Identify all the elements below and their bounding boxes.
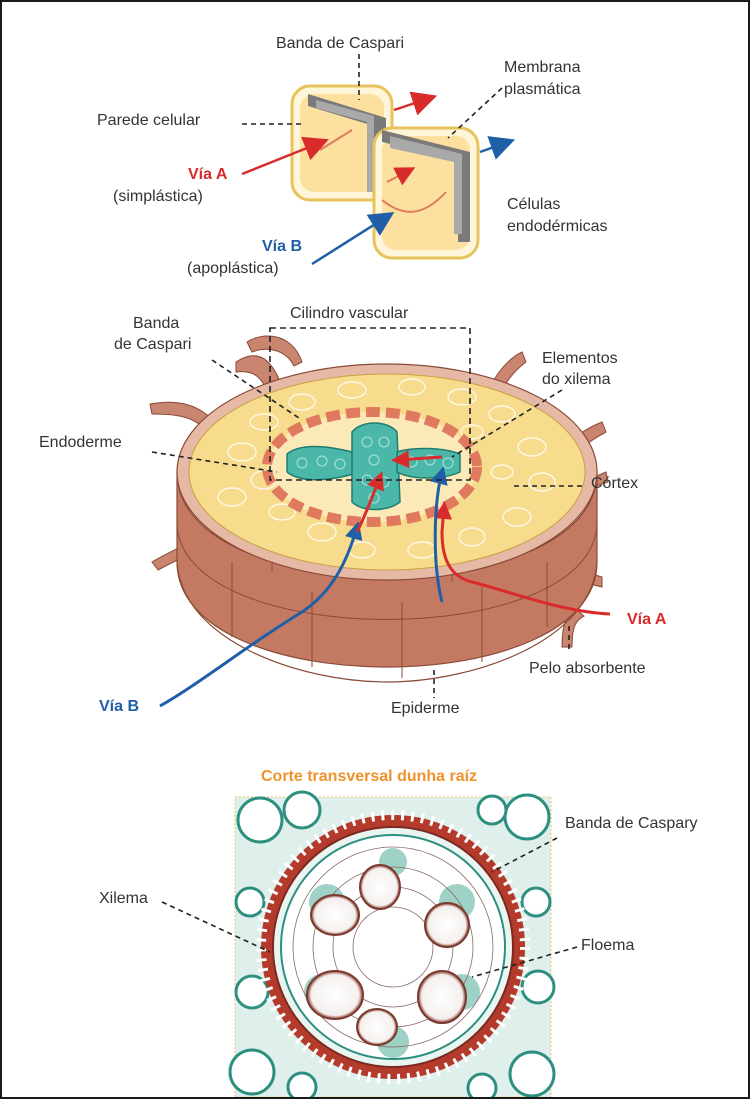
label-banda-de-caspari-top: Banda de Caspari	[276, 34, 404, 54]
root-cylinder-illustration	[150, 328, 610, 706]
path-a-arrow-out	[394, 98, 430, 110]
label-celulas-line1: Células	[507, 195, 560, 215]
endodermal-cells-illustration	[242, 54, 508, 264]
label-banda-line2: de Caspari	[114, 335, 191, 355]
micrograph-title: Corte transversal dunha raíz	[261, 767, 477, 787]
label-cilindro-vascular: Cilindro vascular	[290, 304, 408, 324]
label-via-a-root: Vía A	[627, 610, 666, 630]
label-cortex: Córtex	[591, 474, 638, 494]
label-via-b-sub: (apoplástica)	[187, 259, 279, 279]
label-via-a-sub: (simplástica)	[113, 187, 203, 207]
label-xilema: Xilema	[99, 889, 148, 909]
label-parede-celular: Parede celular	[97, 111, 200, 131]
label-floema: Floema	[581, 936, 634, 956]
label-banda-de-caspary: Banda de Caspary	[565, 814, 698, 834]
label-banda-line1: Banda	[133, 314, 179, 334]
label-pelo-absorbente: Pelo absorbente	[529, 659, 646, 679]
label-membrana-line2: plasmática	[504, 80, 580, 100]
label-elementos-line1: Elementos	[542, 349, 618, 369]
label-via-a-top: Vía A	[188, 165, 227, 185]
label-via-b-root: Vía B	[99, 697, 139, 717]
label-epiderme: Epiderme	[391, 699, 459, 719]
label-celulas-line2: endodérmicas	[507, 217, 608, 237]
path-b-arrow-out	[480, 142, 508, 152]
micrograph-image	[162, 792, 577, 1099]
label-via-b-top: Vía B	[262, 237, 302, 257]
label-endoderme: Endoderme	[39, 433, 122, 453]
endodermal-cell-2	[374, 128, 478, 258]
label-elementos-line2: do xilema	[542, 370, 610, 390]
label-membrana-line1: Membrana	[504, 58, 580, 78]
